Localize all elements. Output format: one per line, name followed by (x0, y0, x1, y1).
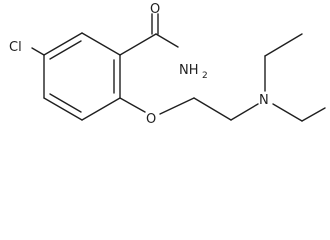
ring-double-bond-inner-3 (49, 40, 82, 60)
ring-double-bond-inner-2 (49, 93, 82, 113)
benzene-ring (43, 32, 121, 121)
carbonyl-oxygen-label: O (150, 2, 160, 17)
bond-carbonyl-amide-nitrogen (155, 33, 179, 48)
amide-nitrogen-label: NH (179, 63, 199, 78)
bond-ether-oxygen-ch2 (159, 97, 195, 115)
bond-ch2-ch2 (193, 97, 232, 121)
bond-ring-chlorine (31, 47, 45, 56)
bond-amine-ethyl2-ch2 (272, 103, 303, 122)
bond-ethyl1-ch2-ch3 (264, 33, 303, 57)
bond-ethyl2-ch2-ch3 (301, 107, 326, 122)
ring-bond-c5-c6 (43, 32, 83, 56)
ring-bond-c6-c1 (81, 32, 121, 56)
ether-oxygen-label: O (146, 112, 156, 127)
chlorine-label: Cl (9, 40, 22, 55)
molecule-structure-diagram: Cl O NH 2 O N (9, 2, 326, 127)
ring-bond-c3-c4 (43, 97, 83, 121)
bond-ring-carbonyl-carbon (119, 33, 157, 56)
amine-nitrogen-label: N (259, 93, 269, 108)
amide-hydrogen-subscript: 2 (202, 71, 208, 81)
ring-bond-c2-c3 (81, 97, 121, 121)
bond-ring-ether-oxygen (119, 97, 146, 113)
bond-ch2-amine-nitrogen (230, 103, 259, 121)
